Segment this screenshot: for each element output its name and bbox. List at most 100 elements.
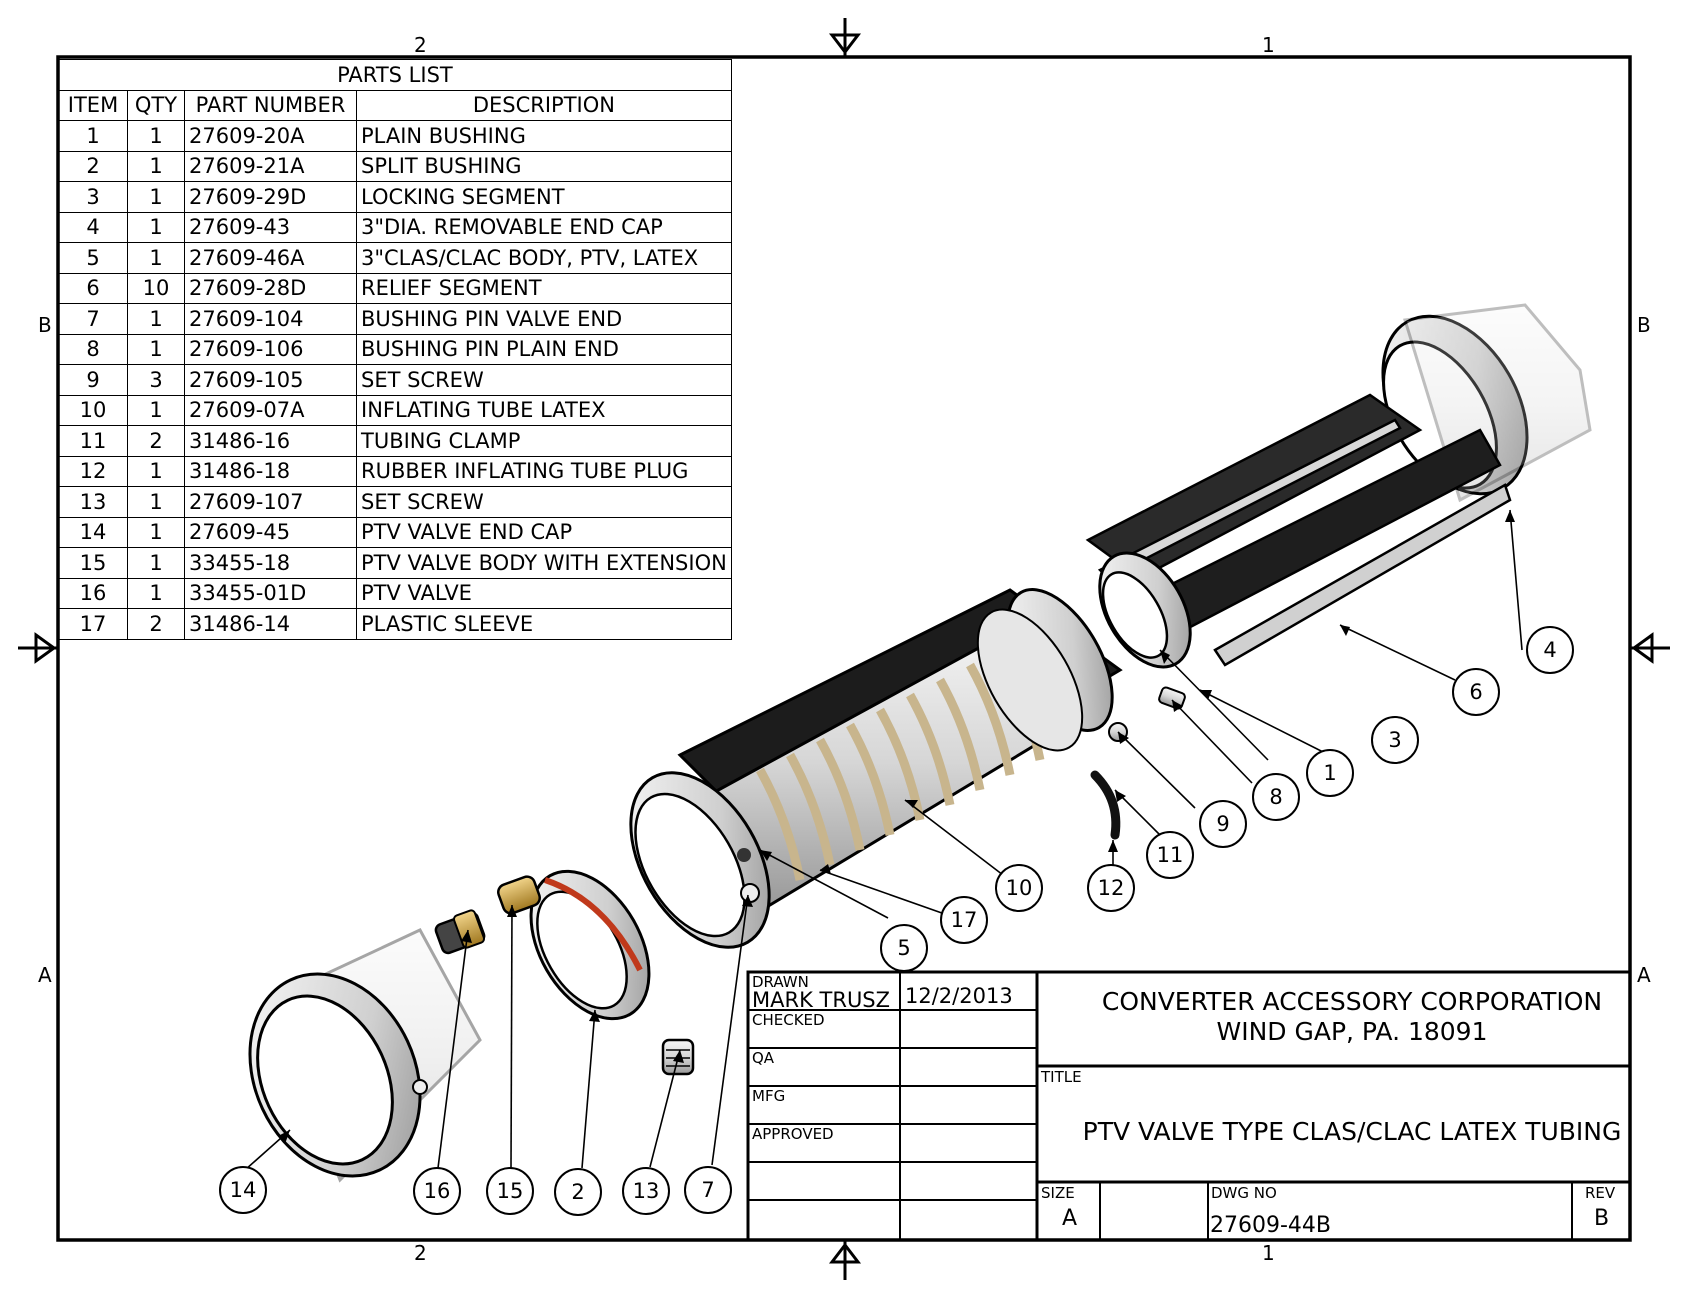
cell-qty: 1	[127, 120, 185, 152]
balloon-label-13: 13	[633, 1179, 660, 1203]
balloon-12	[1087, 864, 1135, 912]
cell-qty: 3	[127, 364, 185, 396]
header-item: ITEM	[58, 89, 128, 121]
balloon-label-8: 8	[1269, 785, 1282, 809]
rev-value: B	[1594, 1206, 1610, 1231]
cell-description: LOCKING SEGMENT	[356, 181, 732, 213]
part-ptv-valve-body	[497, 875, 541, 915]
cell-qty: 10	[127, 272, 185, 304]
cell-item: 10	[58, 394, 128, 426]
balloon-15	[486, 1167, 534, 1215]
cell-item: 7	[58, 303, 128, 335]
cell-qty: 1	[127, 394, 185, 426]
cell-description: PTV VALVE END CAP	[356, 516, 732, 548]
size-label: SIZE	[1041, 1184, 1075, 1202]
part-inflating-tube-coils	[756, 647, 1045, 881]
balloon-label-17: 17	[951, 908, 978, 932]
balloon-9	[1199, 800, 1247, 848]
cell-item: 15	[58, 547, 128, 579]
cell-part-number: 27609-105	[184, 364, 357, 396]
center-mark-left	[18, 632, 58, 664]
part-ptv-valve	[434, 909, 486, 955]
center-mark-top	[828, 18, 862, 57]
cell-part-number: 33455-01D	[184, 577, 357, 609]
cell-item: 2	[58, 150, 128, 182]
cell-item: 11	[58, 425, 128, 457]
balloon-label-15: 15	[497, 1179, 524, 1203]
cell-item: 5	[58, 242, 128, 274]
balloons	[219, 626, 1574, 1216]
balloon-10	[995, 864, 1043, 912]
zone-left-b: B	[38, 313, 52, 337]
cell-item: 13	[58, 486, 128, 518]
cell-item: 1	[58, 120, 128, 152]
zone-top-1: 1	[1262, 33, 1275, 57]
cell-item: 6	[58, 272, 128, 304]
cell-item: 8	[58, 333, 128, 365]
cell-part-number: 31486-18	[184, 455, 357, 487]
cell-description: SET SCREW	[356, 364, 732, 396]
cell-qty: 1	[127, 242, 185, 274]
balloon-11	[1146, 831, 1194, 879]
cell-part-number: 27609-46A	[184, 242, 357, 274]
cell-description: 3"DIA. REMOVABLE END CAP	[356, 211, 732, 243]
part-split-bushing	[529, 869, 651, 1021]
cell-description: BUSHING PIN PLAIN END	[356, 333, 732, 365]
balloon-16	[413, 1167, 461, 1215]
cell-description: PTV VALVE BODY WITH EXTENSION	[356, 547, 732, 579]
cell-part-number: 33455-18	[184, 547, 357, 579]
title-label: TITLE	[1041, 1068, 1082, 1086]
balloon-13	[622, 1167, 670, 1215]
balloon-label-6: 6	[1469, 680, 1482, 704]
cell-description: RELIEF SEGMENT	[356, 272, 732, 304]
leader-arrowheads	[278, 510, 1515, 1144]
cell-item: 9	[58, 364, 128, 396]
zone-bottom-2: 2	[414, 1241, 427, 1265]
qa-label: QA	[752, 1049, 775, 1067]
zone-left-a: A	[38, 963, 52, 987]
cell-qty: 1	[127, 181, 185, 213]
company-name: CONVERTER ACCESSORY CORPORATION	[1101, 987, 1603, 1016]
cell-part-number: 27609-28D	[184, 272, 357, 304]
cell-qty: 1	[127, 211, 185, 243]
balloon-3	[1371, 716, 1419, 764]
cell-description: PTV VALVE	[356, 577, 732, 609]
parts-list-title: PARTS LIST	[58, 59, 732, 91]
balloon-label-14: 14	[230, 1178, 257, 1202]
cell-description: INFLATING TUBE LATEX	[356, 394, 732, 426]
cell-description: SPLIT BUSHING	[356, 150, 732, 182]
mfg-label: MFG	[752, 1087, 786, 1105]
cell-part-number: 27609-20A	[184, 120, 357, 152]
cell-item: 16	[58, 577, 128, 609]
part-body-valve-end	[629, 771, 771, 949]
cell-qty: 1	[127, 547, 185, 579]
header-description: DESCRIPTION	[356, 89, 732, 121]
cell-part-number: 27609-104	[184, 303, 357, 335]
balloon-label-12: 12	[1098, 876, 1125, 900]
cell-part-number: 31486-14	[184, 608, 357, 640]
cell-item: 17	[58, 608, 128, 640]
size-value: A	[1062, 1206, 1078, 1231]
cell-description: PLAIN BUSHING	[356, 120, 732, 152]
cell-part-number: 31486-16	[184, 425, 357, 457]
cell-part-number: 27609-107	[184, 486, 357, 518]
balloon-14	[219, 1166, 267, 1214]
part-inflating-tube-plug	[1090, 770, 1121, 840]
cell-part-number: 27609-45	[184, 516, 357, 548]
cell-qty: 1	[127, 577, 185, 609]
drawn-label: DRAWN	[752, 973, 809, 991]
company-address: WIND GAP, PA. 18091	[1216, 1017, 1488, 1046]
balloon-label-10: 10	[1006, 876, 1033, 900]
balloon-label-16: 16	[424, 1179, 451, 1203]
